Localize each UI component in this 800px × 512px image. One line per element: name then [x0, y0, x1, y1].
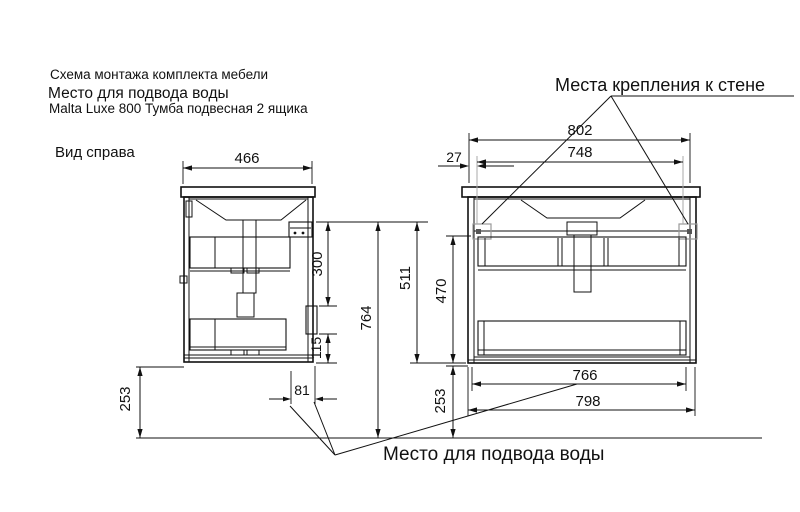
side-countertop [180, 186, 316, 198]
side-view-label: Вид справа [55, 144, 135, 161]
dim-upper-height: 300 [309, 222, 337, 307]
side-lower-drawer [189, 318, 287, 356]
side-wall-bracket [288, 221, 313, 238]
front-upper-drawer [477, 236, 687, 271]
dim-body-height: 470 [433, 235, 471, 363]
dim-mount-span: 748 [476, 144, 684, 224]
front-drain-pipe [573, 234, 592, 293]
dim-text-764: 764 [358, 305, 375, 330]
title-line-2: Место для подвода воды [48, 85, 229, 102]
dim-mount-to-floor: 764 [358, 222, 381, 438]
side-sink-profile [195, 199, 307, 221]
water-leader-3 [334, 383, 578, 456]
side-view-cabinet [179, 186, 318, 363]
water-leader-1 [289, 405, 336, 456]
dim-text-748: 748 [567, 144, 592, 161]
dim-text-802: 802 [567, 122, 592, 139]
dim-total-height: 511 [397, 222, 466, 364]
water-supply-annotation: Место для подвода воды [289, 383, 604, 465]
dim-left-floor-gap: 253 [117, 366, 184, 438]
dim-text-766: 766 [572, 367, 597, 384]
dim-bottom-width: 798 [467, 367, 696, 416]
front-countertop [461, 186, 701, 198]
front-drain-top [566, 221, 598, 236]
dim-water-zone-height: 115 [308, 333, 337, 364]
water-supply-label: Место для подвода воды [383, 444, 604, 465]
dim-text-81: 81 [294, 382, 310, 398]
title-line-3: Malta Luxe 800 Тумба подвесная 2 ящика [49, 101, 308, 116]
dim-text-253-right: 253 [432, 388, 449, 413]
side-upper-drawer [189, 236, 291, 274]
front-view-cabinet [461, 186, 701, 364]
front-lower-drawer [477, 320, 687, 356]
wall-mount-leader-left [481, 95, 612, 225]
dim-right-floor-gap: 253 [432, 365, 468, 438]
dim-water-zone-depth: 81 [269, 366, 337, 404]
side-water-zone-box [305, 305, 318, 335]
side-drain-pipe [242, 219, 257, 294]
dim-text-511: 511 [397, 266, 414, 290]
dim-text-470: 470 [433, 278, 450, 303]
dim-mount-offset: 27 [438, 149, 514, 169]
front-sink-bowl [520, 199, 646, 219]
side-body [183, 196, 314, 363]
dim-side-width: 466 [182, 150, 313, 184]
dim-text-253-left: 253 [117, 386, 134, 411]
wall-mount-annotation: Места крепления к стене [481, 75, 794, 225]
water-leader-2 [313, 401, 336, 456]
dim-text-300: 300 [309, 251, 326, 276]
dim-bottom-inner-width: 766 [471, 367, 687, 391]
dim-text-798: 798 [575, 393, 600, 410]
title-line-1: Схема монтажа комплекта мебели [50, 67, 268, 82]
dim-top-width: 802 [468, 122, 691, 183]
dim-text-466: 466 [234, 150, 259, 167]
dim-text-27: 27 [446, 149, 462, 165]
dim-text-115: 115 [308, 337, 324, 360]
front-body [467, 196, 697, 364]
title-block: Схема монтажа комплекта мебели Место для… [48, 67, 308, 161]
wall-mount-leader-right [610, 95, 689, 225]
side-hinge-clip [179, 275, 188, 284]
wall-mount-label: Места крепления к стене [555, 75, 765, 95]
